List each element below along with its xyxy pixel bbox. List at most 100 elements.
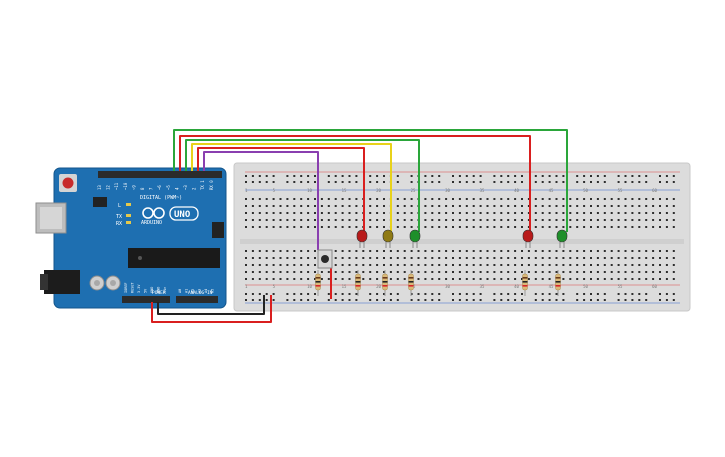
breadboard-hole[interactable] bbox=[603, 181, 606, 183]
breadboard-hole[interactable] bbox=[438, 181, 441, 183]
breadboard-hole[interactable] bbox=[576, 299, 579, 301]
breadboard-hole[interactable] bbox=[486, 278, 489, 280]
breadboard-hole[interactable] bbox=[583, 250, 586, 252]
breadboard-hole[interactable] bbox=[458, 293, 461, 295]
breadboard-hole[interactable] bbox=[258, 293, 261, 295]
breadboard-hole[interactable] bbox=[445, 212, 448, 214]
breadboard-hole[interactable] bbox=[389, 293, 392, 295]
power-pin-header[interactable] bbox=[122, 296, 170, 303]
breadboard-hole[interactable] bbox=[245, 219, 247, 221]
breadboard-hole[interactable] bbox=[424, 271, 427, 273]
breadboard-hole[interactable] bbox=[590, 181, 592, 183]
breadboard-hole[interactable] bbox=[452, 250, 454, 252]
breadboard-hole[interactable] bbox=[396, 257, 399, 259]
breadboard-hole[interactable] bbox=[659, 226, 661, 228]
breadboard-hole[interactable] bbox=[307, 293, 310, 295]
breadboard-hole[interactable] bbox=[541, 219, 544, 221]
breadboard-hole[interactable] bbox=[514, 278, 517, 280]
breadboard-hole[interactable] bbox=[258, 226, 261, 228]
breadboard-hole[interactable] bbox=[507, 250, 510, 252]
breadboard-hole[interactable] bbox=[596, 299, 599, 301]
breadboard-hole[interactable] bbox=[410, 257, 413, 259]
breadboard-hole[interactable] bbox=[272, 198, 275, 200]
breadboard-hole[interactable] bbox=[479, 198, 482, 200]
breadboard-hole[interactable] bbox=[479, 293, 482, 295]
breadboard-hole[interactable] bbox=[431, 271, 434, 273]
breadboard-hole[interactable] bbox=[590, 271, 592, 273]
breadboard-hole[interactable] bbox=[396, 293, 399, 295]
breadboard-hole[interactable] bbox=[327, 271, 330, 273]
breadboard-hole[interactable] bbox=[521, 264, 523, 266]
breadboard-hole[interactable] bbox=[521, 219, 523, 221]
breadboard-hole[interactable] bbox=[376, 299, 379, 301]
breadboard-hole[interactable] bbox=[438, 205, 441, 207]
breadboard-hole[interactable] bbox=[417, 271, 420, 273]
breadboard-hole[interactable] bbox=[527, 219, 530, 221]
breadboard-hole[interactable] bbox=[383, 271, 385, 273]
breadboard-hole[interactable] bbox=[555, 226, 558, 228]
breadboard-hole[interactable] bbox=[479, 278, 482, 280]
wire-green-short[interactable] bbox=[185, 139, 420, 232]
breadboard-hole[interactable] bbox=[617, 219, 620, 221]
breadboard-hole[interactable] bbox=[500, 181, 503, 183]
breadboard-hole[interactable] bbox=[624, 278, 627, 280]
breadboard-hole[interactable] bbox=[541, 293, 544, 295]
breadboard-hole[interactable] bbox=[341, 212, 344, 214]
breadboard-hole[interactable] bbox=[396, 278, 399, 280]
breadboard-hole[interactable] bbox=[383, 219, 385, 221]
breadboard-hole[interactable] bbox=[665, 226, 668, 228]
breadboard-hole[interactable] bbox=[555, 198, 558, 200]
breadboard-hole[interactable] bbox=[424, 198, 427, 200]
breadboard-hole[interactable] bbox=[314, 299, 316, 301]
breadboard-hole[interactable] bbox=[376, 257, 379, 259]
breadboard-hole[interactable] bbox=[383, 175, 385, 177]
breadboard-hole[interactable] bbox=[541, 299, 544, 301]
breadboard-hole[interactable] bbox=[348, 271, 351, 273]
breadboard-hole[interactable] bbox=[596, 278, 599, 280]
breadboard-hole[interactable] bbox=[438, 293, 441, 295]
breadboard-hole[interactable] bbox=[562, 264, 565, 266]
breadboard-hole[interactable] bbox=[596, 226, 599, 228]
breadboard-hole[interactable] bbox=[293, 257, 296, 259]
breadboard-hole[interactable] bbox=[286, 212, 289, 214]
breadboard-hole[interactable] bbox=[465, 212, 468, 214]
breadboard-hole[interactable] bbox=[300, 181, 303, 183]
breadboard-hole[interactable] bbox=[431, 219, 434, 221]
breadboard-hole[interactable] bbox=[307, 264, 310, 266]
breadboard-hole[interactable] bbox=[341, 257, 344, 259]
breadboard-hole[interactable] bbox=[672, 219, 675, 221]
breadboard-hole[interactable] bbox=[472, 257, 475, 259]
breadboard-hole[interactable] bbox=[465, 299, 468, 301]
breadboard-hole[interactable] bbox=[548, 212, 551, 214]
breadboard-hole[interactable] bbox=[272, 257, 275, 259]
breadboard-hole[interactable] bbox=[659, 250, 661, 252]
breadboard-hole[interactable] bbox=[521, 175, 523, 177]
breadboard-hole[interactable] bbox=[272, 250, 275, 252]
breadboard-hole[interactable] bbox=[348, 181, 351, 183]
breadboard-hole[interactable] bbox=[355, 271, 358, 273]
breadboard-hole[interactable] bbox=[645, 205, 648, 207]
breadboard-hole[interactable] bbox=[458, 278, 461, 280]
breadboard-hole[interactable] bbox=[355, 257, 358, 259]
breadboard-hole[interactable] bbox=[576, 226, 579, 228]
breadboard-hole[interactable] bbox=[472, 271, 475, 273]
breadboard-hole[interactable] bbox=[355, 219, 358, 221]
breadboard-hole[interactable] bbox=[596, 257, 599, 259]
breadboard-hole[interactable] bbox=[665, 198, 668, 200]
breadboard-hole[interactable] bbox=[576, 293, 579, 295]
breadboard-hole[interactable] bbox=[431, 205, 434, 207]
breadboard-hole[interactable] bbox=[590, 219, 592, 221]
breadboard-hole[interactable] bbox=[251, 271, 254, 273]
breadboard-hole[interactable] bbox=[417, 293, 420, 295]
breadboard-hole[interactable] bbox=[307, 250, 310, 252]
breadboard-hole[interactable] bbox=[514, 175, 517, 177]
breadboard-hole[interactable] bbox=[438, 198, 441, 200]
breadboard-hole[interactable] bbox=[417, 299, 420, 301]
breadboard-hole[interactable] bbox=[410, 198, 413, 200]
breadboard-hole[interactable] bbox=[638, 271, 641, 273]
breadboard-hole[interactable] bbox=[576, 175, 579, 177]
breadboard-hole[interactable] bbox=[431, 250, 434, 252]
breadboard-hole[interactable] bbox=[376, 250, 379, 252]
breadboard-hole[interactable] bbox=[534, 271, 537, 273]
breadboard-hole[interactable] bbox=[596, 181, 599, 183]
